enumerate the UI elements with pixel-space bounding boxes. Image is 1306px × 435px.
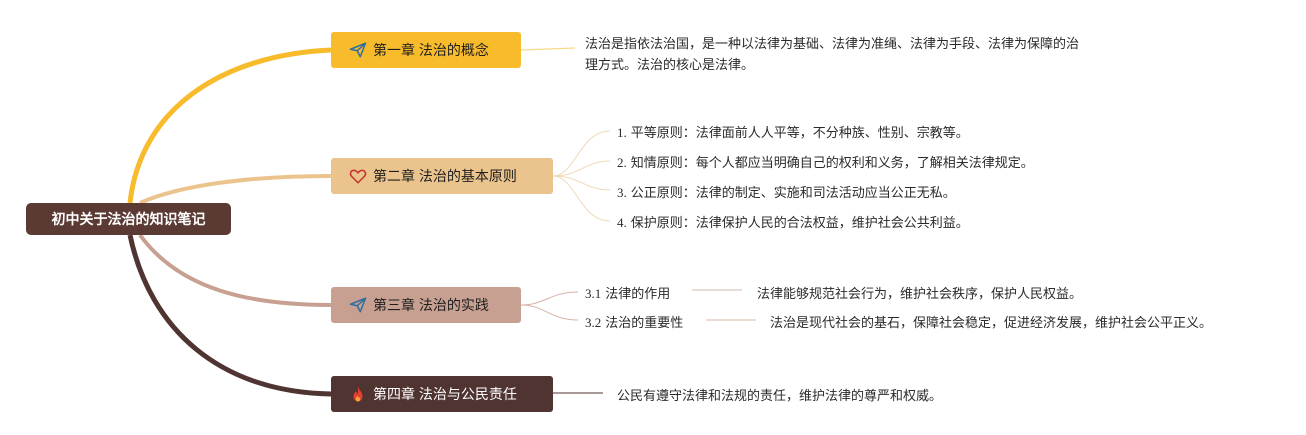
chapter-3-label: 第三章 法治的实践 [373,297,489,313]
paper-plane-icon [347,39,369,61]
chapter-1-label: 第一章 法治的概念 [373,42,489,58]
leaf-line-ch2-2 [552,160,611,177]
leaf-line-ch2-1 [552,130,611,177]
principle-item-1: 1.平等原则：法律面前人人平等，不分种族、性别、宗教等。 [617,125,969,140]
branch-line-ch3 [138,233,332,307]
chapter-4-label: 第四章 法治与公民责任 [373,386,517,402]
leaf-line-ch3-2 [520,304,579,321]
practice-sub-2-detail: 法治是现代社会的基石，保障社会稳定，促进经济发展，维护社会公平正义。 [770,315,1213,330]
chapter-2-label: 第二章 法治的基本原则 [373,168,517,184]
leaf-line-ch1 [520,47,576,51]
heart-icon [347,165,369,187]
leaf-line-ch2-4 [552,175,611,222]
chapter-3-node[interactable]: 第三章 法治的实践 [331,287,521,323]
branch-line-ch4 [127,234,332,397]
chapter-1-content: 法治是指依法治国，是一种以法律为基础、法律为准绳、法律为手段、法律为保障的治理方… [585,36,1080,72]
principle-item-2: 2.知情原则：每个人都应当明确自己的权利和义务，了解相关法律规定。 [617,155,1034,170]
chapter-4-node[interactable]: 第四章 法治与公民责任 [331,376,553,412]
branch-line-ch2 [139,174,332,205]
fire-icon [347,383,369,405]
branch-line-ch1 [127,47,332,204]
leaf-line-ch2-3 [552,175,611,191]
practice-sub-1-detail: 法律能够规范社会行为，维护社会秩序，保护人民权益。 [757,286,1083,301]
root-topic[interactable]: 初中关于法治的知识笔记 [26,203,231,235]
chapter-1-node[interactable]: 第一章 法治的概念 [331,32,521,68]
root-topic-label: 初中关于法治的知识笔记 [51,211,206,227]
leaf-line-ch3-1 [520,291,579,306]
chapter-2-node[interactable]: 第二章 法治的基本原则 [331,158,553,194]
chapter-4-content: 公民有遵守法律和法规的责任，维护法律的尊严和权威。 [617,388,943,403]
principle-item-4: 4.保护原则：法律保护人民的合法权益，维护社会公共利益。 [617,215,969,230]
paper-plane-icon [347,294,369,316]
principle-item-3: 3.公正原则：法律的制定、实施和司法活动应当公正无私。 [617,185,956,200]
